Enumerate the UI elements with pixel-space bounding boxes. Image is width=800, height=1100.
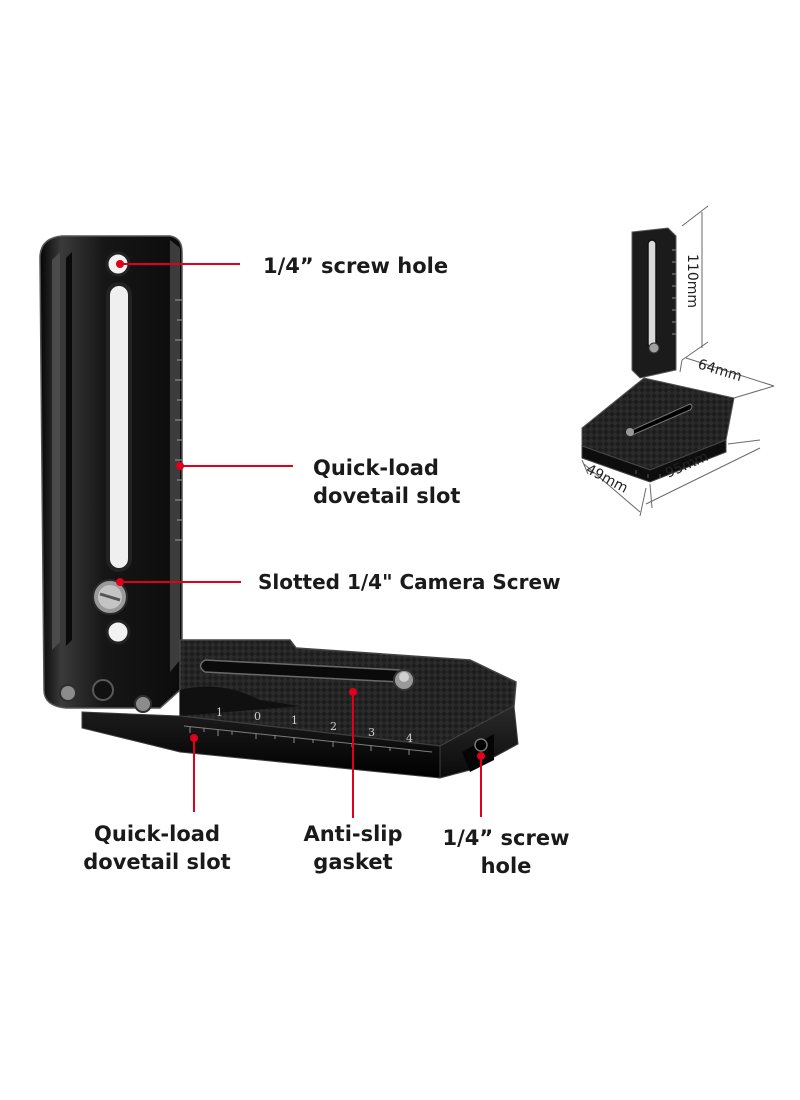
callout-bottom-dovetail-line1: Quick-load [94,822,220,846]
dim-depth-label: 64mm [696,357,744,385]
l-bracket: 1 0 1 2 3 4 [39,235,519,779]
scale-tick-label: 1 [291,714,298,727]
dim-line-depth [685,357,775,387]
base-screw-left [59,684,77,702]
dim-line-width [645,447,761,505]
side-screw-hole [474,738,488,752]
vertical-dovetail-groove [52,252,60,650]
scale-tick-label: 0 [254,710,261,723]
scale-tick-label: 2 [330,720,337,733]
callout-bottom-screw-line1: 1/4” screw [442,826,570,850]
base-thread-hole [92,679,114,701]
scale-tick-label: 3 [368,726,375,739]
scale-tick-label: 1 [216,706,223,719]
scale-tick-label: 4 [406,732,413,745]
scale-baseline [183,725,433,753]
callout-camera-screw: Slotted 1/4" Camera Screw [258,570,561,594]
callout-antislip-line2: gasket [313,850,393,874]
callout-antislip-line1: Anti-slip [303,822,403,846]
callout-vertical-dovetail-line2: dovetail slot [313,484,461,508]
plate-edge [170,240,180,672]
callout-bottom-screw-line2: hole [480,854,532,878]
callout-lines [116,260,485,818]
vertical-slot [106,282,132,572]
callout-bottom-dovetail-line2: dovetail slot [83,850,231,874]
base-screw-right [134,695,152,713]
callout-top-screw-hole: 1/4” screw hole [263,254,449,278]
dim-line-side [583,463,641,513]
screw-slot [99,592,121,602]
dimension-diagram: 110mm 64mm 95mm 49mm [581,205,775,517]
dim-height-label: 110mm [684,254,700,308]
vertical-scale [175,299,182,541]
horizontal-scale-ticks [189,727,410,755]
callout-vertical-dovetail-line1: Quick-load [313,456,439,480]
lower-hole [105,619,131,645]
